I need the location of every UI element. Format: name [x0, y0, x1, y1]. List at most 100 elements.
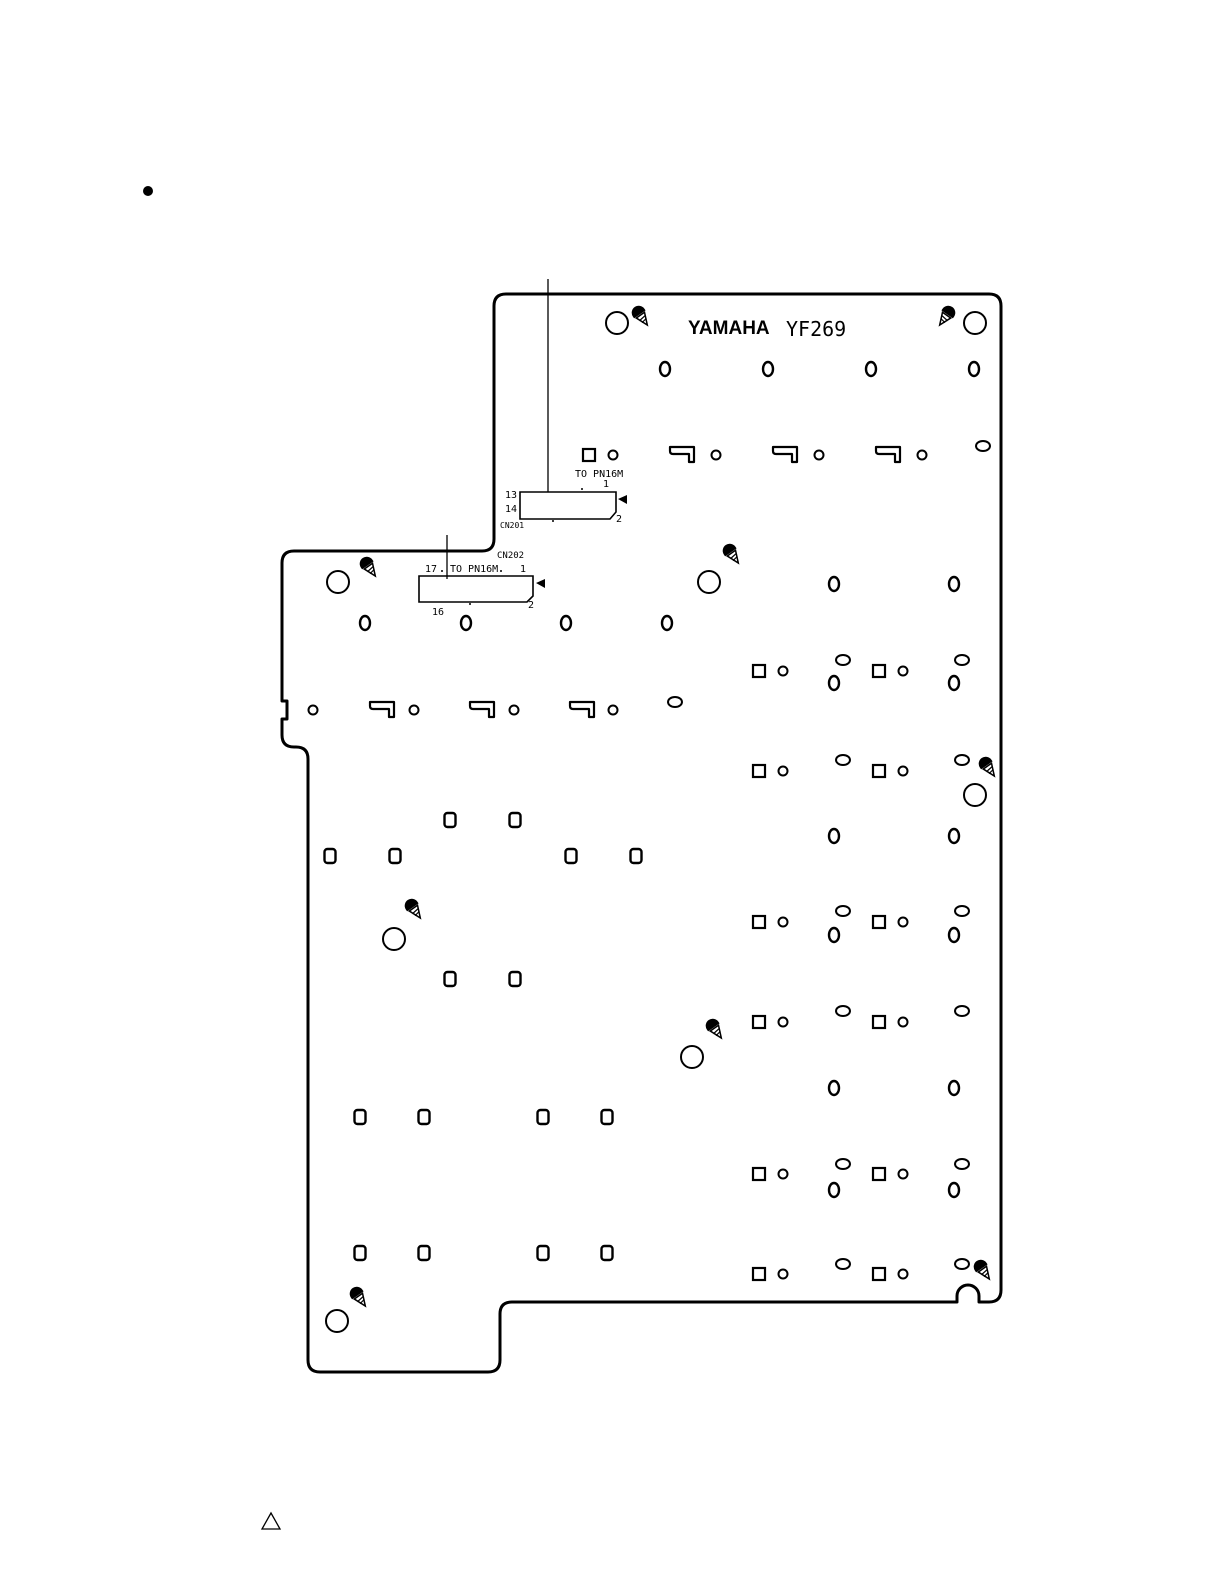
- pad-oval: [949, 1081, 959, 1095]
- pad-oval-horizontal: [955, 1006, 969, 1016]
- pad-hook: [570, 702, 594, 717]
- pad-oval: [829, 1183, 839, 1197]
- cn202-dot-bottom: [469, 603, 471, 605]
- board-outline: [282, 294, 1001, 1372]
- mounting-hole: [964, 784, 986, 806]
- pad-rounded: [538, 1246, 549, 1260]
- pad-rounded: [538, 1110, 549, 1124]
- screw-icon: [976, 754, 1000, 780]
- pad-oval: [660, 362, 670, 376]
- pad-oval: [829, 1081, 839, 1095]
- cn202-pin-1: 1: [520, 564, 526, 575]
- cn201-pin-13: 13: [505, 490, 517, 501]
- pad-rounded: [566, 849, 577, 863]
- pad-round: [779, 667, 788, 676]
- pad-rounded: [419, 1110, 430, 1124]
- pad-oval: [829, 829, 839, 843]
- pad-oval-horizontal: [836, 755, 850, 765]
- pad-rounded: [510, 972, 521, 986]
- pad-round: [815, 451, 824, 460]
- screw-icon: [971, 1257, 995, 1283]
- pad-rounded: [355, 1110, 366, 1124]
- pad-rounded: [445, 972, 456, 986]
- pad-square: [873, 665, 885, 677]
- pad-square: [873, 916, 885, 928]
- mounting-hole: [606, 312, 628, 334]
- pad-rounded: [355, 1246, 366, 1260]
- pad-round: [309, 706, 318, 715]
- pad-oval: [949, 577, 959, 591]
- pad-oval: [662, 616, 672, 630]
- pad-oval: [561, 616, 571, 630]
- pad-square: [753, 916, 765, 928]
- mounting-hole: [698, 571, 720, 593]
- pad-round: [918, 451, 927, 460]
- pad-rounded: [390, 849, 401, 863]
- brand-label: YAMAHA: [688, 318, 770, 339]
- screw-icon: [347, 1284, 371, 1310]
- pad-oval: [829, 928, 839, 942]
- mounting-hole: [681, 1046, 703, 1068]
- pad-oval-horizontal: [668, 697, 682, 707]
- cn201-target: TO PN16M: [575, 469, 623, 480]
- bullet-dot-icon: [143, 186, 153, 196]
- mounting-holes: [326, 312, 986, 1332]
- warning-triangle-icon: [262, 1513, 280, 1529]
- connector-cn201-body: [520, 492, 616, 519]
- pad-oval: [949, 928, 959, 942]
- cn201-name: CN201: [500, 521, 524, 530]
- pad-oval: [461, 616, 471, 630]
- pad-square: [753, 1168, 765, 1180]
- pad-round: [779, 918, 788, 927]
- pad-round: [779, 1018, 788, 1027]
- pad-oval: [969, 362, 979, 376]
- pad-rounded: [419, 1246, 430, 1260]
- pad-oval-horizontal: [955, 655, 969, 665]
- cn202-dot-top-2: [500, 570, 502, 572]
- mounting-hole: [327, 571, 349, 593]
- pad-square: [873, 1268, 885, 1280]
- screw-icon: [703, 1016, 727, 1042]
- pad-oval-horizontal: [836, 1159, 850, 1169]
- pad-round: [712, 451, 721, 460]
- pad-hook: [670, 447, 694, 462]
- pad-oval: [829, 577, 839, 591]
- pad-oval-horizontal: [955, 1259, 969, 1269]
- connector-cn201: TO PN16M 13 14 1 2 CN201: [500, 469, 627, 530]
- cn202-target: TO PN16M: [450, 564, 498, 575]
- cn201-dot-bottom: [552, 520, 554, 522]
- pad-round: [609, 451, 618, 460]
- pad-oval-horizontal: [836, 906, 850, 916]
- pad-square: [583, 449, 595, 461]
- pad-square: [753, 765, 765, 777]
- screw-icon: [357, 554, 381, 580]
- pads: [309, 362, 991, 1280]
- pad-round: [779, 1270, 788, 1279]
- pad-round: [899, 1270, 908, 1279]
- connector-cn202-body: [419, 576, 533, 602]
- pad-round: [899, 1018, 908, 1027]
- pad-square: [753, 665, 765, 677]
- pad-square: [873, 1016, 885, 1028]
- pin1-arrow-icon: [536, 579, 545, 588]
- cn201-pin-1: 1: [603, 479, 609, 490]
- pad-round: [899, 667, 908, 676]
- screw-icon: [720, 541, 744, 567]
- mounting-hole: [326, 1310, 348, 1332]
- screw-icon: [402, 896, 426, 922]
- pad-hook: [773, 447, 797, 462]
- pad-square: [873, 765, 885, 777]
- connector-cn202: CN202 17 TO PN16M 1 16 2: [419, 551, 545, 618]
- pad-oval-horizontal: [955, 906, 969, 916]
- pad-square: [753, 1268, 765, 1280]
- pad-round: [779, 1170, 788, 1179]
- mounting-hole: [964, 312, 986, 334]
- pad-rounded: [631, 849, 642, 863]
- pad-hook: [876, 447, 900, 462]
- pad-hook: [470, 702, 494, 717]
- cn201-dot-top: [581, 488, 583, 490]
- pad-oval-horizontal: [836, 655, 850, 665]
- pad-oval: [360, 616, 370, 630]
- pad-rounded: [445, 813, 456, 827]
